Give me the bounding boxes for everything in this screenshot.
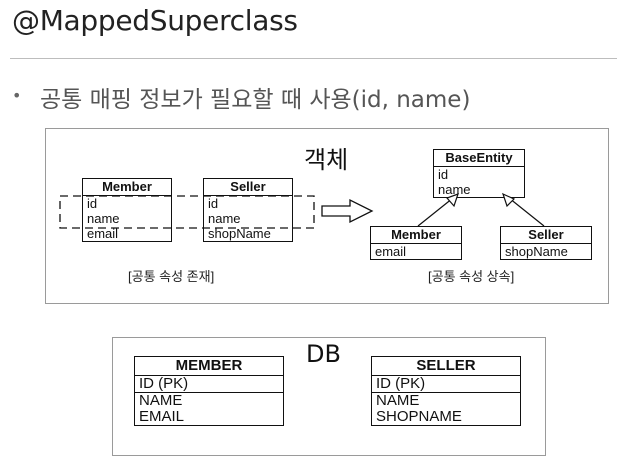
seller-child-class-name: Seller — [501, 227, 591, 244]
page-title: @MappedSuperclass — [12, 4, 298, 37]
seller-table-column-name: NAME — [376, 392, 420, 409]
member-table-columns: NAME EMAIL — [135, 393, 283, 425]
member-table-box: MEMBER ID (PK) NAME EMAIL — [134, 356, 284, 426]
base-entity-fields: id name — [434, 167, 524, 197]
inherit-line-seller — [508, 197, 545, 227]
base-entity-class-name: BaseEntity — [434, 150, 524, 167]
member-field-id: id — [87, 196, 98, 211]
seller-table-pk: ID (PK) — [376, 375, 426, 392]
base-entity-field-id: id — [438, 167, 449, 182]
inherit-arrowhead-member — [445, 193, 459, 208]
db-panel-label: DB — [306, 340, 341, 368]
member-child-field-email: email — [375, 244, 407, 259]
block-arrow — [321, 198, 374, 224]
common-fields-dashed-box — [59, 195, 315, 229]
seller-table-box: SELLER ID (PK) NAME SHOPNAME — [371, 356, 521, 426]
member-child-class-name: Member — [371, 227, 461, 244]
right-caption: [공통 속성 상속] — [428, 269, 515, 284]
seller-table-columns: NAME SHOPNAME — [372, 393, 520, 425]
base-entity-class-box: BaseEntity id name — [433, 149, 525, 198]
object-panel-label: 객체 — [304, 146, 349, 174]
seller-field-shopname: shopName — [208, 226, 271, 241]
member-table-name: MEMBER — [135, 357, 283, 376]
seller-table-name: SELLER — [372, 357, 520, 376]
seller-class-box: Seller id name shopName — [203, 178, 293, 242]
member-child-class-box: Member email — [370, 226, 462, 260]
bullet-marker: • — [12, 86, 22, 105]
title-divider — [10, 58, 617, 59]
left-caption: [공통 속성 존재] — [128, 269, 215, 284]
base-entity-field-name: name — [438, 182, 471, 197]
seller-table-column-shopname: SHOPNAME — [376, 408, 462, 425]
seller-child-field-shopname: shopName — [505, 244, 568, 259]
member-table-column-email: EMAIL — [139, 408, 185, 425]
bullet-text: 공통 매핑 정보가 필요할 때 사용(id, name) — [40, 87, 471, 113]
inherit-line-member — [417, 197, 454, 227]
member-field-email: email — [87, 226, 119, 241]
member-table-pk-section: ID (PK) — [135, 376, 283, 393]
member-child-fields: email — [371, 244, 461, 259]
member-class-box: Member id name email — [82, 178, 172, 242]
member-class-fields: id name email — [83, 196, 171, 241]
member-field-name: name — [87, 211, 120, 226]
seller-field-id: id — [208, 196, 219, 211]
member-table-pk: ID (PK) — [139, 375, 189, 392]
seller-table-pk-section: ID (PK) — [372, 376, 520, 393]
seller-field-name: name — [208, 211, 241, 226]
member-table-column-name: NAME — [139, 392, 183, 409]
seller-child-fields: shopName — [501, 244, 591, 259]
inherit-arrowhead-seller — [501, 192, 516, 208]
seller-class-fields: id name shopName — [204, 196, 292, 241]
seller-child-class-box: Seller shopName — [500, 226, 592, 260]
